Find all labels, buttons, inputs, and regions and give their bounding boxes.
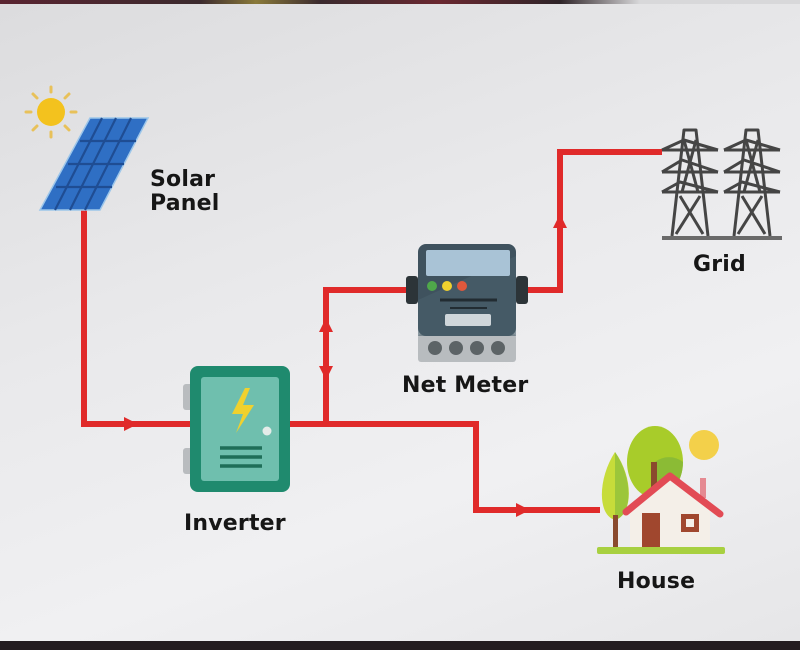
label-house: House — [617, 569, 696, 594]
net-meter-icon — [406, 244, 528, 362]
arrow-down-from-net-meter — [319, 366, 333, 380]
wire-net-meter-to-grid — [528, 149, 662, 293]
sun-icon — [24, 85, 78, 139]
tower-left — [661, 128, 719, 237]
solar-panel-icon — [38, 117, 150, 211]
tower-right — [723, 128, 781, 237]
arrow-right-to-house — [516, 503, 530, 517]
house-sun-icon — [689, 430, 719, 460]
label-solar-panel: Solar Panel — [150, 167, 220, 216]
label-grid: Grid — [693, 252, 746, 277]
wire-solar-to-inverter — [81, 210, 190, 427]
wire-inverter-to-junction — [290, 421, 600, 513]
arrow-right-to-inverter — [124, 417, 138, 431]
label-net-meter: Net Meter — [402, 373, 529, 398]
house-icon — [597, 426, 725, 554]
background-bottom-edge — [0, 641, 800, 650]
inverter-icon — [183, 366, 290, 492]
arrow-up-to-grid — [553, 214, 567, 228]
transmission-tower-icon — [661, 128, 782, 240]
wire-junction-to-net-meter — [323, 287, 410, 424]
arrow-up-to-net-meter — [319, 318, 333, 332]
label-inverter: Inverter — [184, 511, 286, 536]
flow-arrows — [124, 214, 567, 517]
